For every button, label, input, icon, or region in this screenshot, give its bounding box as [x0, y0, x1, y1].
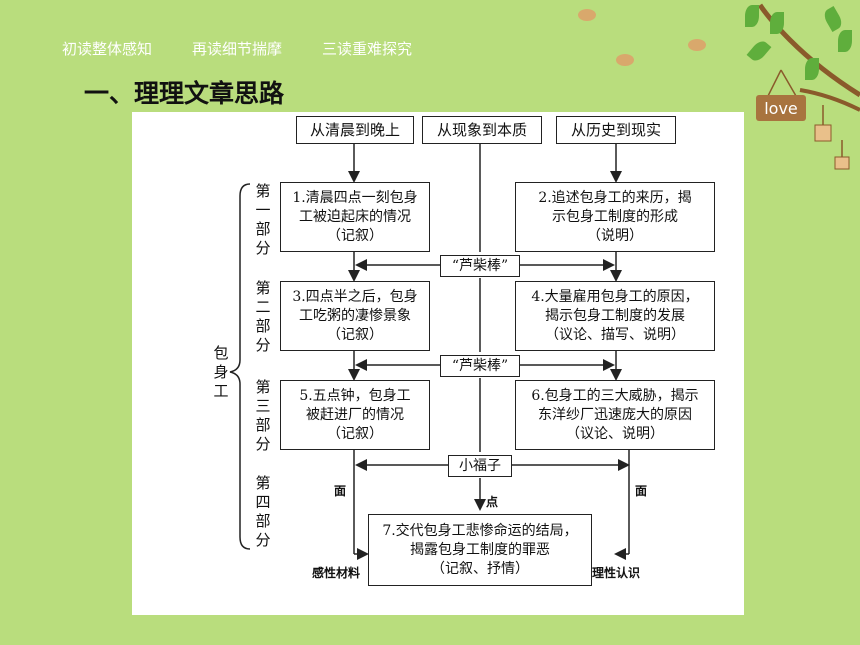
top-nav: 初读整体感知 再读细节揣摩 三读重难探究: [62, 38, 412, 59]
leaf-icon: [745, 5, 759, 27]
tree-decoration-icon: [578, 3, 860, 170]
part-label-4: 第 四 部 分: [255, 474, 271, 549]
header-history-reality: 从历史到现实: [556, 116, 676, 144]
label-rational-knowledge: 理性认识: [592, 566, 641, 580]
diagram-lines: [229, 143, 630, 560]
diagram-panel: 从清晨到晚上 从现象到本质 从历史到现实 第 一 部 分 第 二 部 分 第 三…: [132, 112, 744, 615]
nav-item-second-read[interactable]: 再读细节揣摩: [192, 40, 283, 58]
leaf-icon: [838, 30, 852, 52]
left-box-1: 1.清晨四点一刻包身 工被迫起床的情况 （记叙）: [280, 182, 430, 252]
final-box-7: 7.交代包身工悲惨命运的结局， 揭露包身工制度的罪恶 （记叙、抒情）: [368, 514, 592, 586]
header-time-line: 从清晨到晚上: [296, 116, 414, 144]
label-perceptual-material: 感性材料: [312, 566, 361, 580]
nav-item-first-read[interactable]: 初读整体感知: [62, 40, 153, 58]
page-title: 一、理理文章思路: [84, 79, 285, 108]
part-label-2: 第 二 部 分: [255, 279, 271, 354]
label-dian: 点: [486, 495, 499, 509]
right-box-6: 6.包身工的三大威胁，揭示 东洋纱厂迅速庞大的原因 （议论、说明）: [515, 380, 715, 450]
left-box-5: 5.五点钟，包身工 被赶进厂的情况 （记叙）: [280, 380, 430, 450]
connector-3: 小福子: [448, 455, 512, 477]
connector-1: “芦柴棒”: [440, 255, 520, 277]
connector-2: “芦柴棒”: [440, 355, 520, 377]
part-label-1: 第 一 部 分: [255, 182, 271, 257]
right-box-2: 2.追述包身工的来历，揭 示包身工制度的形成 （说明）: [515, 182, 715, 252]
label-mian-left: 面: [334, 484, 347, 498]
subject-label: 包 身 工: [213, 344, 229, 400]
leaf-icon: [770, 12, 784, 34]
nav-item-third-read[interactable]: 三读重难探究: [322, 40, 413, 58]
part-label-3: 第 三 部 分: [255, 378, 271, 453]
header-phenomenon-essence: 从现象到本质: [422, 116, 542, 144]
left-box-3: 3.四点半之后，包身 工吃粥的凄惨景象 （记叙）: [280, 281, 430, 351]
label-mian-right: 面: [635, 484, 648, 498]
leaf-icon: [805, 58, 819, 80]
right-box-4: 4.大量雇用包身工的原因， 揭示包身工制度的发展 （议论、描写、说明）: [515, 281, 715, 351]
love-sign: love: [756, 95, 806, 121]
